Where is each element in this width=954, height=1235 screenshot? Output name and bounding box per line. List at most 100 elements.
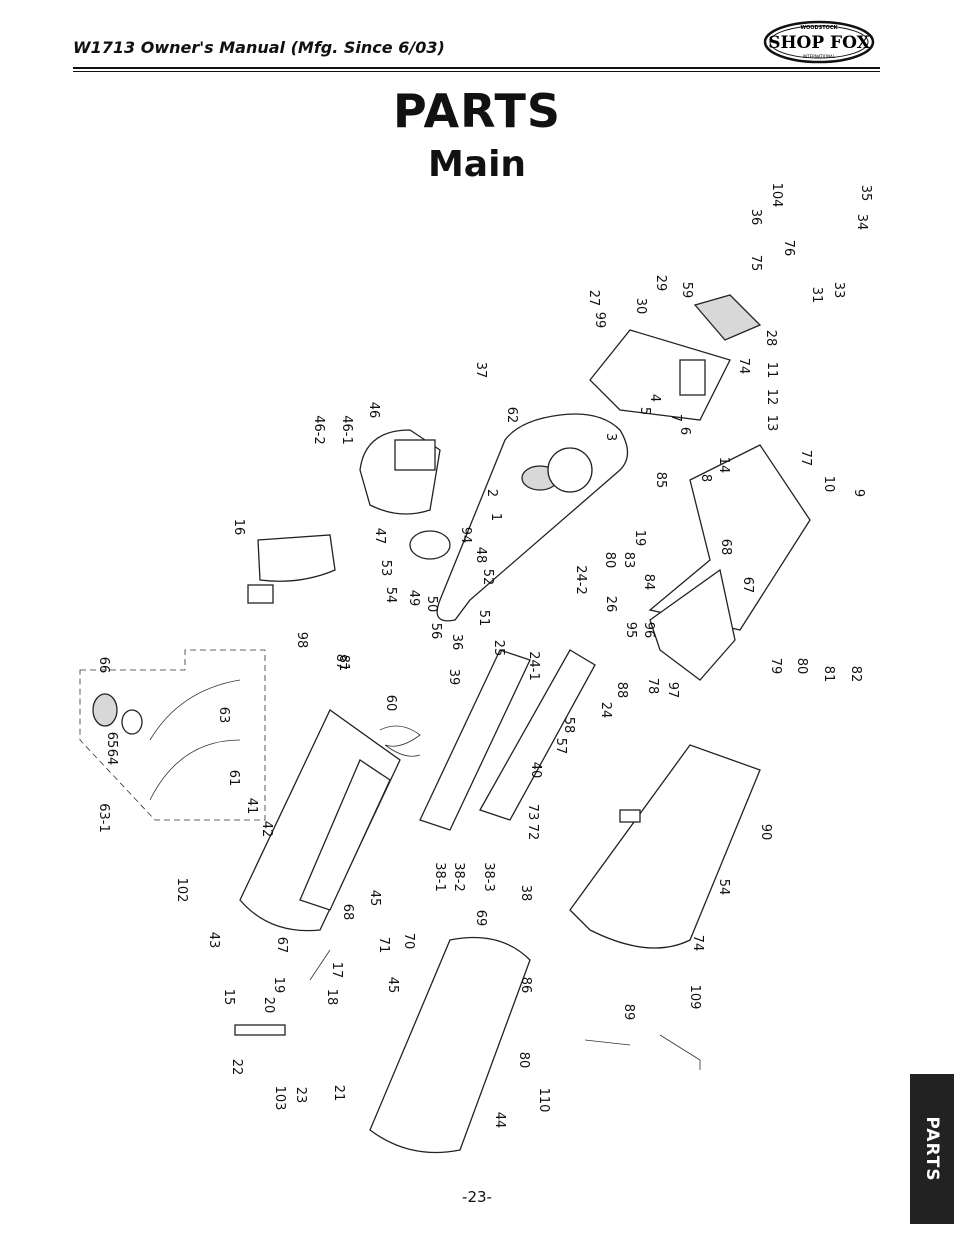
- part-callout: 64: [104, 749, 119, 766]
- logo-text: SHOP FOX: [768, 33, 870, 53]
- part-callout: 46-2: [311, 415, 326, 445]
- part-callout: 70: [401, 933, 416, 950]
- part-callout: 72: [525, 824, 540, 841]
- part-callout: 36: [449, 634, 464, 651]
- part-callout: 96: [641, 622, 656, 639]
- part-callout: 1: [488, 513, 503, 521]
- part-callout: 16: [231, 519, 246, 536]
- part-callout: 85: [653, 472, 668, 489]
- part-callout: 94: [458, 527, 473, 544]
- section-tab-label: PARTS: [922, 1116, 942, 1182]
- part-callout: 46: [366, 402, 381, 419]
- part-callout: 103: [272, 1086, 287, 1111]
- part-callout: 61: [226, 770, 241, 787]
- part-callout: 15: [221, 989, 236, 1006]
- part-callouts: 1234567891011121314151617181919202122232…: [96, 183, 873, 1129]
- part-callout: 68: [718, 539, 733, 556]
- page-number: -23-: [462, 1188, 492, 1206]
- part-callout: 98: [294, 632, 309, 649]
- part-callout: 31: [809, 287, 824, 304]
- part-callout: 79: [768, 658, 783, 675]
- part-callout: 14: [716, 457, 731, 474]
- part-callout: 13: [764, 415, 779, 432]
- part-callout: 42: [259, 821, 274, 838]
- part-callout: 10: [821, 476, 836, 493]
- part-callout: 99: [592, 312, 607, 329]
- exploded-parts-diagram: 1234567891011121314151617181919202122232…: [79, 183, 873, 1154]
- manual-title: W1713 Owner's Manual (Mfg. Since 6/03): [73, 38, 445, 57]
- part-callout: 59: [679, 282, 694, 299]
- part-callout: 87: [333, 654, 348, 671]
- part-callout: 38-2: [451, 862, 466, 892]
- part-callout: 89: [621, 1004, 636, 1021]
- part-callout: 50: [424, 596, 439, 613]
- part-callout: 77: [798, 450, 813, 467]
- page-title: PARTS: [393, 84, 561, 138]
- part-callout: 9: [851, 489, 866, 497]
- logo-bottom-text: INTERNATIONAL: [803, 54, 836, 59]
- part-callout: 95: [623, 622, 638, 639]
- part-callout: 52: [480, 569, 495, 586]
- part-callout: 43: [206, 932, 221, 949]
- header-rule-thin: [73, 71, 880, 72]
- part-callout: 38-3: [481, 862, 496, 892]
- part-callout: 63-1: [96, 803, 111, 833]
- part-callout: 26: [603, 596, 618, 613]
- part-callout: 86: [518, 977, 533, 994]
- part-callout: 20: [261, 997, 276, 1014]
- part-callout: 38: [518, 885, 533, 902]
- shop-fox-logo: WOODSTOCK SHOP FOX INTERNATIONAL: [763, 20, 875, 64]
- part-callout: 81: [821, 666, 836, 683]
- part-callout: 109: [687, 985, 702, 1010]
- part-callout: 90: [758, 824, 773, 841]
- part-callout: 27: [586, 290, 601, 307]
- part-callout: 48: [473, 547, 488, 564]
- part-callout: 74: [690, 935, 705, 952]
- part-callout: 6: [677, 427, 692, 435]
- part-callout: 28: [763, 330, 778, 347]
- part-callout: 41: [244, 798, 259, 815]
- part-callout: 82: [848, 666, 863, 683]
- part-callout: 4: [647, 394, 662, 402]
- part-callout: 51: [476, 610, 491, 627]
- header-rule: [73, 67, 880, 69]
- part-callout: 68: [340, 904, 355, 921]
- part-callout: 34: [854, 214, 869, 231]
- part-callout: 73: [525, 804, 540, 821]
- part-callout: 58: [561, 717, 576, 734]
- part-callout: 35: [858, 185, 873, 202]
- part-callout: 84: [641, 574, 656, 591]
- part-callout: 19: [271, 977, 286, 994]
- part-callout: 74: [736, 358, 751, 375]
- part-callout: 29: [653, 275, 668, 292]
- part-callout: 67: [274, 937, 289, 954]
- part-callout: 83: [621, 552, 636, 569]
- part-callout: 33: [831, 282, 846, 299]
- part-callout: 110: [536, 1088, 551, 1113]
- part-callout: 45: [385, 977, 400, 994]
- part-callout: 12: [764, 389, 779, 406]
- part-callout: 75: [748, 255, 763, 272]
- part-callout: 47: [372, 528, 387, 545]
- part-callout: 46-1: [339, 415, 354, 445]
- part-callout: 63: [216, 707, 231, 724]
- part-callout: 24-1: [526, 651, 541, 681]
- part-callout: 39: [446, 669, 461, 686]
- part-callout: 102: [174, 878, 189, 903]
- part-callout: 69: [473, 910, 488, 927]
- part-callout: 36: [748, 209, 763, 226]
- part-callout: 8: [698, 474, 713, 482]
- part-callout: 80: [602, 552, 617, 569]
- part-callout: 53: [378, 560, 393, 577]
- part-callout: 78: [645, 678, 660, 695]
- part-callout: 17: [329, 962, 344, 979]
- part-callout: 80: [794, 658, 809, 675]
- part-callout: 62: [504, 407, 519, 424]
- part-callout: 54: [716, 879, 731, 896]
- part-callout: 54: [383, 587, 398, 604]
- part-callout: 21: [331, 1085, 346, 1102]
- diagram-artwork: [79, 294, 811, 1154]
- part-callout: 49: [406, 590, 421, 607]
- part-callout: 38-1: [432, 862, 447, 892]
- part-callout: 65: [104, 732, 119, 749]
